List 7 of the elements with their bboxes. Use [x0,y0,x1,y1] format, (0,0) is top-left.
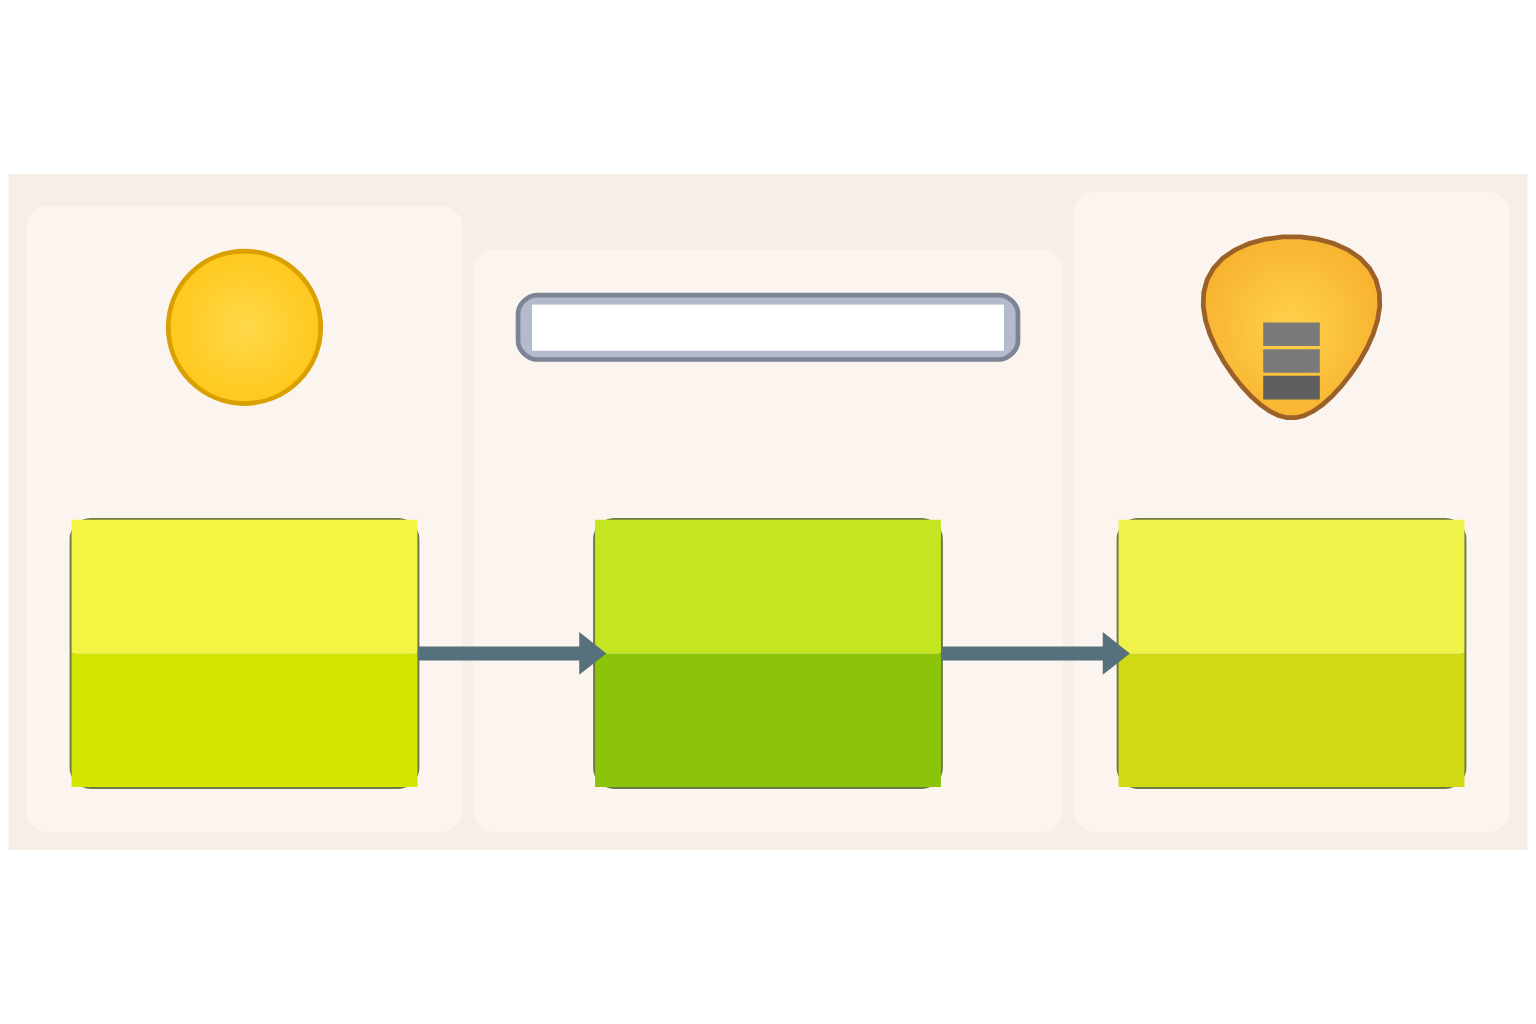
cluster [1073,192,1510,832]
cluster [473,250,1063,832]
arrow [941,632,1130,675]
node-picture [515,292,1021,362]
node-picture [1200,234,1383,421]
arrow [417,632,607,675]
node-picture [165,248,324,406]
